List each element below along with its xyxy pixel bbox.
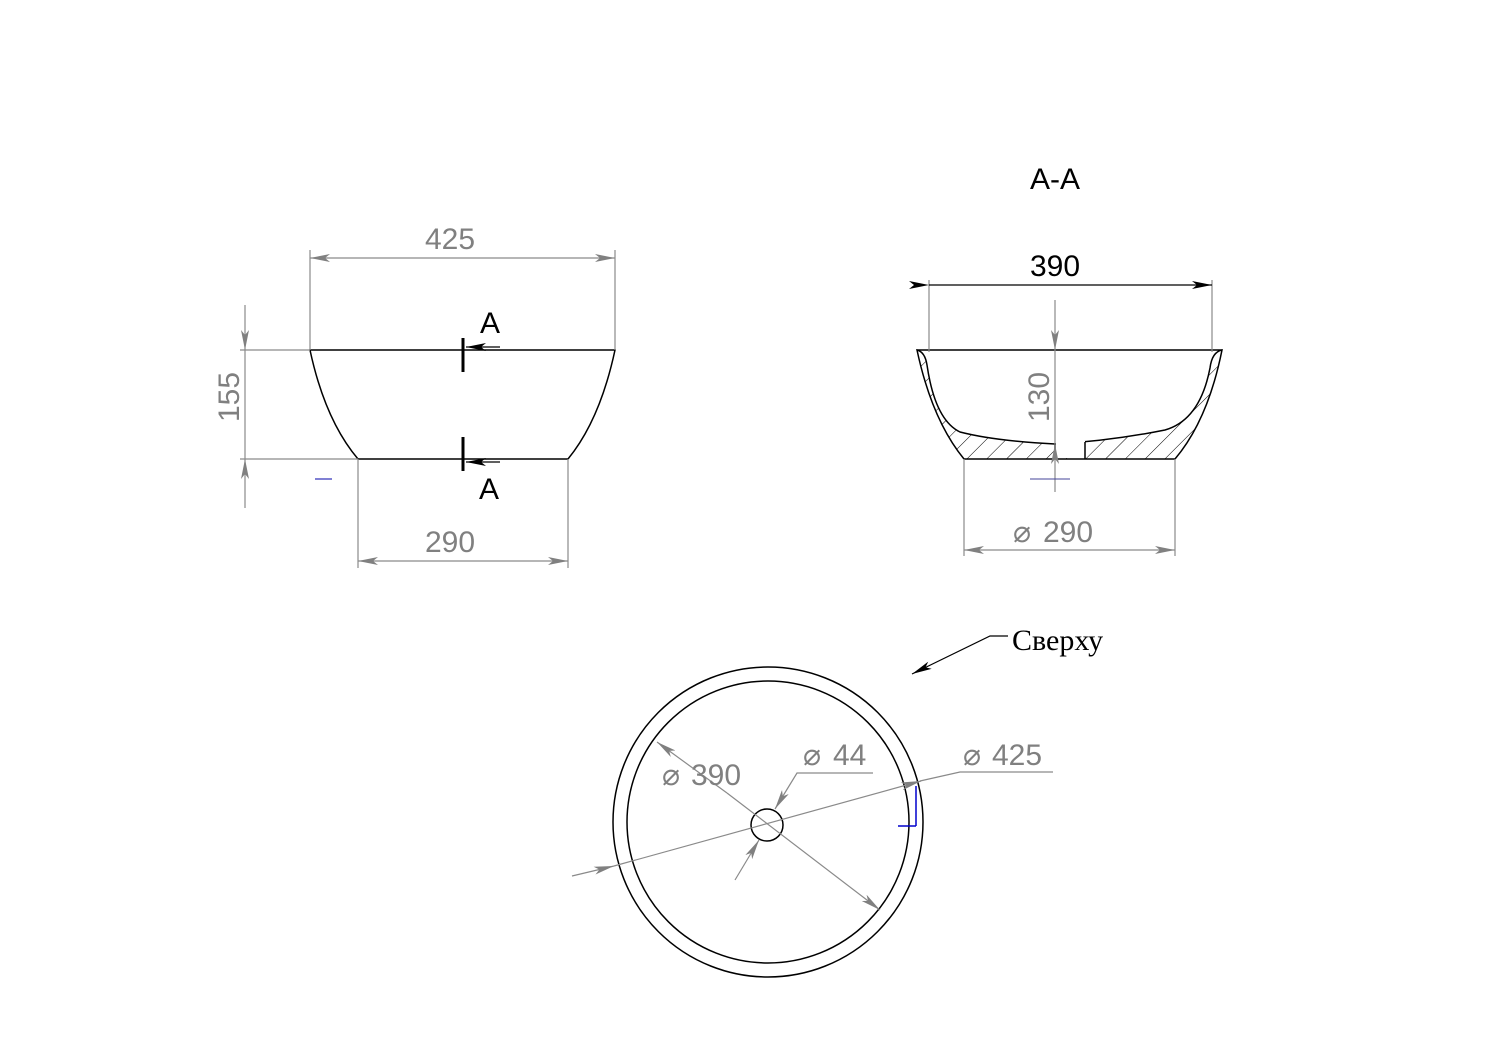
dimension-44-diameter: 44 [833,739,866,772]
height-dimension: 155 [213,305,358,508]
diameter-symbol: ⌀ [1013,516,1031,549]
dimension-155: 155 [213,372,246,422]
dimension-130: 130 [1023,372,1056,422]
drain-opening [1056,441,1085,458]
section-view: A-A 390 130 ⌀ 290 [909,163,1223,556]
inner-rim [626,680,910,964]
inner-diameter-dimension: ⌀ 390 [656,741,881,911]
dimension-425-diameter: 425 [992,739,1042,772]
dimension-425: 425 [425,223,475,256]
section-label-bottom: A [479,473,499,506]
section-marker: A A [461,307,500,506]
section-title: A-A [1030,163,1080,196]
width-bottom-dimension: 290 [357,459,569,568]
view-arrow [911,635,1008,675]
dimension-290: 290 [425,526,475,559]
top-view: Сверху ⌀ 390 ⌀ 44 ⌀ 425 [571,624,1103,978]
section-label-top: A [480,307,500,340]
depth-dimension: 130 [1023,300,1059,492]
diameter-symbol: ⌀ [803,739,821,772]
diameter-symbol: ⌀ [662,759,680,792]
base-diameter-dimension: ⌀ 290 [963,459,1176,556]
drain-hole [750,808,784,842]
dimension-390-diameter: 390 [691,759,741,792]
top-view-label: Сверху [1012,624,1103,657]
outer-diameter-dimension: ⌀ 425 [571,739,1053,877]
axis-marker [898,786,917,827]
front-view: 425 155 290 A A [213,223,616,568]
section-hatch [916,348,1223,460]
diameter-symbol: ⌀ [963,739,981,772]
dimension-290-diameter: 290 [1043,516,1093,549]
dimension-390: 390 [1030,250,1080,283]
inner-width-dimension: 390 [909,250,1213,352]
outer-rim [612,666,924,978]
width-top-dimension: 425 [309,223,616,350]
drain-diameter-dimension: ⌀ 44 [734,739,873,881]
